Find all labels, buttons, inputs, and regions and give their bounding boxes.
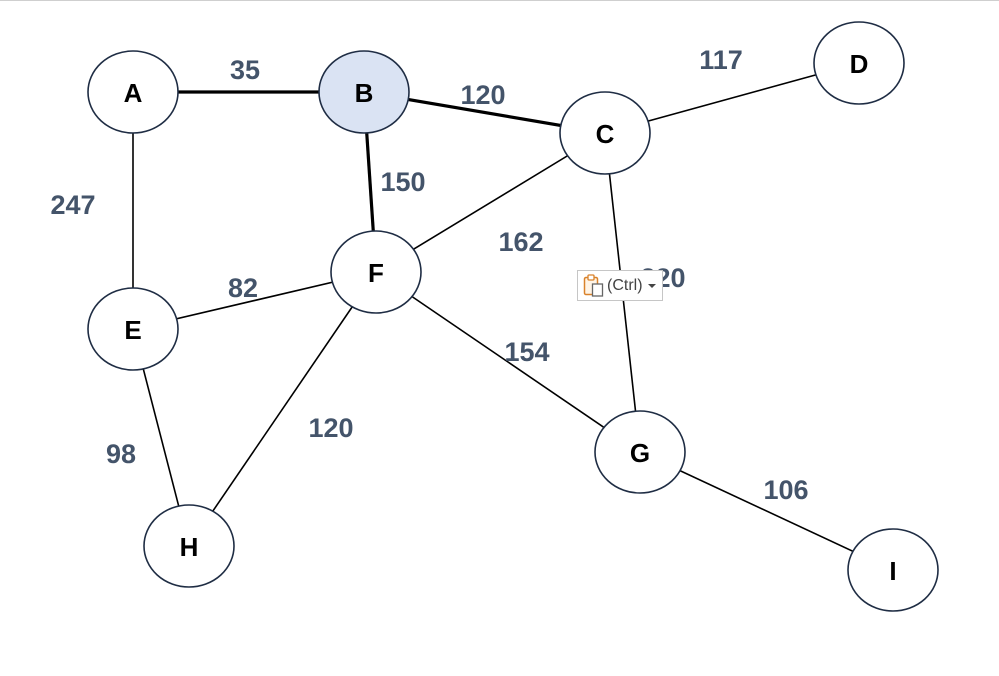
edge-weight-e-h: 98 — [106, 439, 136, 469]
node-label: A — [124, 78, 143, 108]
node-circle — [143, 504, 235, 588]
node-h[interactable]: H — [143, 504, 235, 588]
node-circle — [330, 230, 422, 314]
node-label: F — [368, 258, 384, 288]
edge-weight-g-i: 106 — [763, 475, 808, 505]
node-circle — [813, 21, 905, 105]
node-i[interactable]: I — [847, 528, 939, 612]
paste-options-button[interactable]: (Ctrl) — [577, 270, 663, 301]
edge-weight-a-b: 35 — [230, 55, 260, 85]
node-label: C — [596, 119, 615, 149]
node-circle — [87, 287, 179, 371]
node-label: D — [850, 49, 869, 79]
edge-weight-b-c: 120 — [460, 80, 505, 110]
node-f[interactable]: F — [330, 230, 422, 314]
edge-weight-c-d: 117 — [699, 45, 743, 75]
clipboard-icon — [583, 273, 605, 298]
edge-weight-b-f: 150 — [380, 167, 425, 197]
node-label: B — [355, 78, 374, 108]
window-top-border — [0, 0, 999, 1]
edge-weight-e-f: 82 — [228, 273, 258, 303]
edge-weight-f-g: 154 — [504, 337, 549, 367]
edge-weight-a-e: 247 — [50, 190, 95, 220]
edge-f-h — [188, 271, 377, 547]
node-g[interactable]: G — [594, 410, 686, 494]
chevron-down-icon — [647, 283, 656, 288]
node-e[interactable]: E — [87, 287, 179, 371]
edge-weight-c-f: 162 — [498, 227, 543, 257]
node-circle — [87, 50, 179, 134]
edge-g-i — [639, 451, 894, 571]
node-b[interactable]: B — [318, 50, 410, 134]
node-circle — [559, 91, 651, 175]
paste-options-label: (Ctrl) — [607, 276, 643, 294]
node-circle — [847, 528, 939, 612]
node-label: G — [630, 438, 650, 468]
node-label: H — [180, 532, 199, 562]
node-circle — [594, 410, 686, 494]
node-d[interactable]: D — [813, 21, 905, 105]
node-circle — [318, 50, 410, 134]
node-c[interactable]: C — [559, 91, 651, 175]
nodes-layer: A B C D E F G H I — [87, 21, 939, 612]
node-label: I — [889, 556, 896, 586]
edge-f-g — [375, 271, 641, 453]
node-label: E — [124, 315, 141, 345]
node-a[interactable]: A — [87, 50, 179, 134]
edge-weight-f-h: 120 — [308, 413, 353, 443]
